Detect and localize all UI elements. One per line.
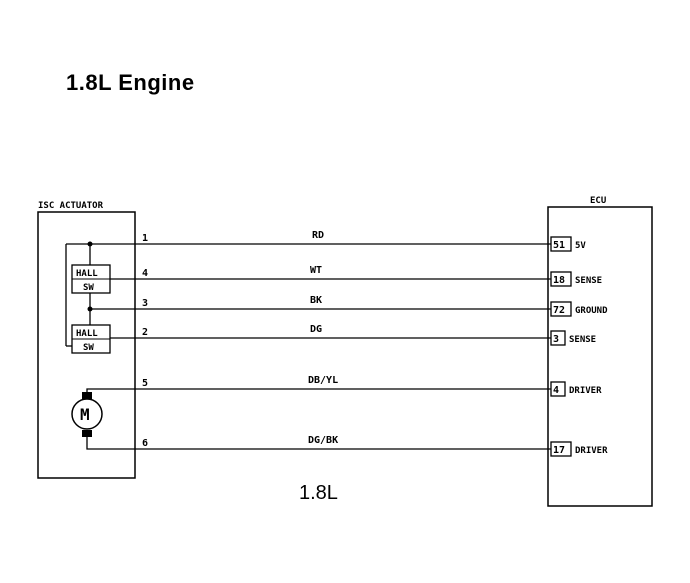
diagram-title: 1.8L Engine	[66, 70, 195, 95]
hall-label: HALL	[76, 329, 98, 339]
motor-symbol: M	[71, 392, 103, 437]
left-pin-number: 3	[142, 298, 148, 309]
ecu-function-label: SENSE	[575, 276, 602, 286]
diagram-subtitle: 1.8L	[299, 482, 338, 504]
motor-label: M	[80, 405, 90, 424]
left-pin-number: 5	[142, 378, 148, 389]
ecu-pin-box	[550, 271, 572, 287]
sw-label: SW	[83, 343, 94, 353]
ecu-function-label: 5V	[575, 241, 586, 251]
ecu-function-label: DRIVER	[575, 446, 608, 456]
ecu-pin-box	[550, 301, 572, 317]
wire-color-label: BK	[310, 295, 322, 306]
actuator-internal-wiring	[65, 243, 135, 450]
ecu-function-label: GROUND	[575, 306, 608, 316]
hall-label: HALL	[76, 269, 98, 279]
right-pin-number: 18	[553, 275, 565, 286]
right-pin-number: 4	[553, 385, 559, 396]
ecu-function-label: SENSE	[569, 335, 596, 345]
right-pin-number: 17	[553, 445, 565, 456]
wire-color-label: RD	[312, 230, 324, 241]
ecu-box	[547, 206, 653, 507]
hall-switch-2: HALL SW	[71, 324, 111, 354]
left-pin-number: 4	[142, 268, 148, 279]
wire-color-label: WT	[310, 265, 322, 276]
hall-switch-1: HALL SW	[71, 264, 111, 294]
junction-dot	[87, 306, 93, 312]
sw-label: SW	[83, 283, 94, 293]
junction-dot	[87, 241, 93, 247]
isc-actuator-box	[37, 211, 136, 479]
right-pin-number: 72	[553, 305, 565, 316]
left-pin-number: 1	[142, 233, 148, 244]
isc-actuator-label: ISC ACTUATOR	[38, 201, 104, 211]
ecu-label: ECU	[590, 196, 606, 206]
ecu-pin-box	[550, 381, 566, 397]
wire-color-label: DG/BK	[308, 435, 338, 446]
ecu-pin-box	[550, 236, 572, 252]
wire-color-label: DB/YL	[308, 375, 338, 386]
left-pin-number: 2	[142, 327, 148, 338]
left-pin-number: 6	[142, 438, 148, 449]
right-pin-number: 51	[553, 240, 565, 251]
right-pin-number: 3	[553, 334, 559, 345]
ecu-function-label: DRIVER	[569, 386, 602, 396]
ecu-pin-box	[550, 330, 566, 346]
wire-color-label: DG	[310, 324, 322, 335]
ecu-pin-box	[550, 441, 572, 457]
